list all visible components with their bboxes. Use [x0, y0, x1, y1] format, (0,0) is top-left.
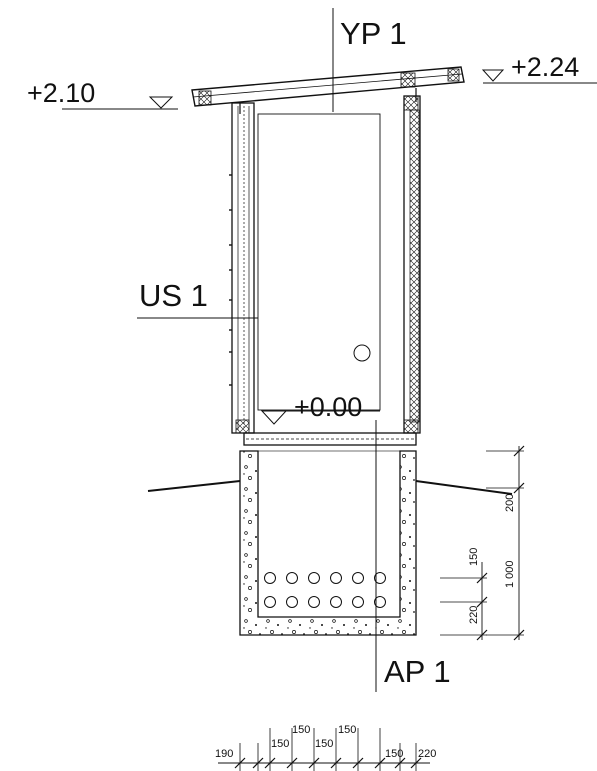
floor-slab — [243, 432, 417, 446]
wall-section — [229, 95, 421, 434]
dim-horizontal-3: 150 — [315, 738, 333, 750]
horizontal-dimension-chain — [218, 728, 430, 771]
eave-level-label: +2.10 — [27, 78, 95, 108]
floor-level-label: +0.00 — [294, 392, 362, 422]
roof-purlin-left — [198, 90, 212, 106]
dim-vertical-mid: 150 — [468, 548, 480, 566]
roof-slab — [191, 66, 465, 114]
ridge-level-mark — [481, 69, 597, 84]
level-triangle-icon — [481, 69, 505, 82]
dim-horizontal-2: 150 — [292, 724, 310, 736]
level-triangle-icon — [148, 96, 174, 109]
foundation — [239, 450, 417, 636]
ground-line-right — [415, 480, 513, 495]
floor-label: AP 1 — [384, 654, 451, 689]
door-panel — [257, 113, 381, 411]
dim-horizontal-1: 150 — [271, 738, 289, 750]
ground-line-left — [147, 480, 241, 492]
dim-horizontal-0: 190 — [215, 748, 233, 760]
dim-horizontal-4: 150 — [338, 724, 356, 736]
vertical-dimension-chain — [440, 445, 525, 641]
rebar-row-top — [264, 572, 386, 584]
roof-label: YP 1 — [340, 16, 407, 51]
dim-vertical-bottom: 220 — [468, 606, 480, 624]
roof-edge-block — [447, 68, 460, 82]
dim-horizontal-5: 150 — [385, 748, 403, 760]
door-handle-icon — [353, 344, 371, 362]
floor-level-triangle-icon — [260, 410, 288, 425]
wall-label: US 1 — [139, 278, 208, 313]
eave-level-mark — [62, 96, 178, 110]
rebar-row-bottom — [264, 596, 386, 608]
dim-vertical-total: 1 000 — [504, 560, 516, 588]
dim-vertical-top: 200 — [504, 494, 516, 512]
ridge-level-label: +2.24 — [511, 52, 579, 82]
dim-horizontal-6: 220 — [418, 748, 436, 760]
roof-purlin-right — [400, 72, 416, 88]
